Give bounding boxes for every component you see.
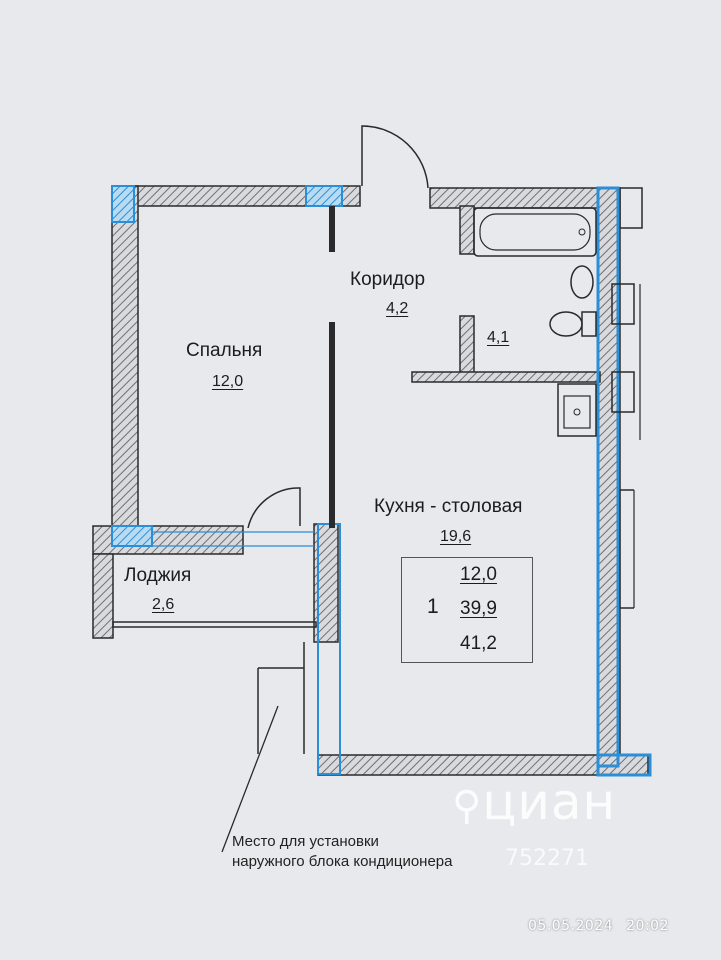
wall-bathroom-bottom xyxy=(411,371,601,383)
summary-total-with-loggia: 41,2 xyxy=(460,633,497,654)
wall-right-stub xyxy=(619,187,643,229)
ac-note-line-2: наружного блока кондиционера xyxy=(232,853,453,870)
accent-top-left xyxy=(111,185,135,223)
doors xyxy=(247,125,429,529)
kitchen-sink xyxy=(557,383,597,437)
room-name-corridor: Коридор xyxy=(350,269,426,290)
facade-box-1 xyxy=(611,283,635,325)
pin-icon: ⚲ xyxy=(452,783,483,829)
ac-note-line-1: Место для установки xyxy=(232,833,379,850)
bathtub-inner xyxy=(479,213,591,251)
facade-elements xyxy=(611,283,641,609)
partition-bedroom-lower xyxy=(329,322,335,528)
wall-bedroom-bottom xyxy=(92,525,244,555)
area-summary-box: 1 12,0 39,9 41,2 xyxy=(401,557,533,663)
accent-window-top xyxy=(305,185,343,207)
room-area-corridor: 4,2 xyxy=(386,300,409,317)
summary-rooms-count: 1 xyxy=(427,595,439,618)
loggia-door xyxy=(247,487,301,529)
room-area-loggia: 2,6 xyxy=(152,596,175,613)
wall-top-right xyxy=(429,187,603,209)
partitions xyxy=(112,206,335,754)
partition-bedroom-upper xyxy=(329,206,335,252)
timestamp-time: 20:02 xyxy=(626,918,669,934)
room-name-loggia: Лоджия xyxy=(124,565,192,586)
room-area-bathroom: 4,1 xyxy=(487,329,510,346)
accent-right-wall xyxy=(596,186,620,768)
kitchen-sink-drain xyxy=(573,408,581,416)
entrance-door xyxy=(361,125,429,189)
wall-loggia-left xyxy=(92,553,114,639)
facade-box-2 xyxy=(611,371,635,413)
photo-timestamp: 05.05.2024 20:02 xyxy=(528,918,669,934)
room-name-kitchen: Кухня - столовая xyxy=(374,496,523,517)
accent-loggia xyxy=(111,525,153,547)
summary-living-area: 12,0 xyxy=(460,564,497,585)
toilet-tank xyxy=(581,311,597,337)
kitchen-sink-bowl xyxy=(563,395,591,429)
bathtub-drain xyxy=(578,228,586,236)
ac-note: Место для установки наружного блока конд… xyxy=(232,833,452,871)
blue-accents xyxy=(111,185,652,777)
watermark-id: 752271 xyxy=(505,846,589,871)
wall-left xyxy=(111,185,139,527)
bathtub xyxy=(473,207,597,257)
ac-leader-line xyxy=(221,705,279,853)
wall-bathroom-left-lower xyxy=(459,315,475,379)
room-area-kitchen: 19,6 xyxy=(440,528,472,545)
room-area-bedroom: 12,0 xyxy=(212,373,244,390)
room-name-bedroom: Спальня xyxy=(186,340,263,361)
watermark-brand-text: циан xyxy=(482,773,617,831)
partition-loggia-bottom xyxy=(112,621,317,628)
bathroom-sink xyxy=(570,265,594,299)
accent-bottom-right xyxy=(596,753,652,777)
toilet-bowl xyxy=(549,311,583,337)
wall-bathroom-left xyxy=(459,205,475,255)
bathroom-fixtures xyxy=(473,207,597,437)
timestamp-date: 05.05.2024 xyxy=(528,918,614,934)
watermark-brand: ⚲циан xyxy=(452,773,616,831)
summary-total-area: 39,9 xyxy=(460,598,497,619)
